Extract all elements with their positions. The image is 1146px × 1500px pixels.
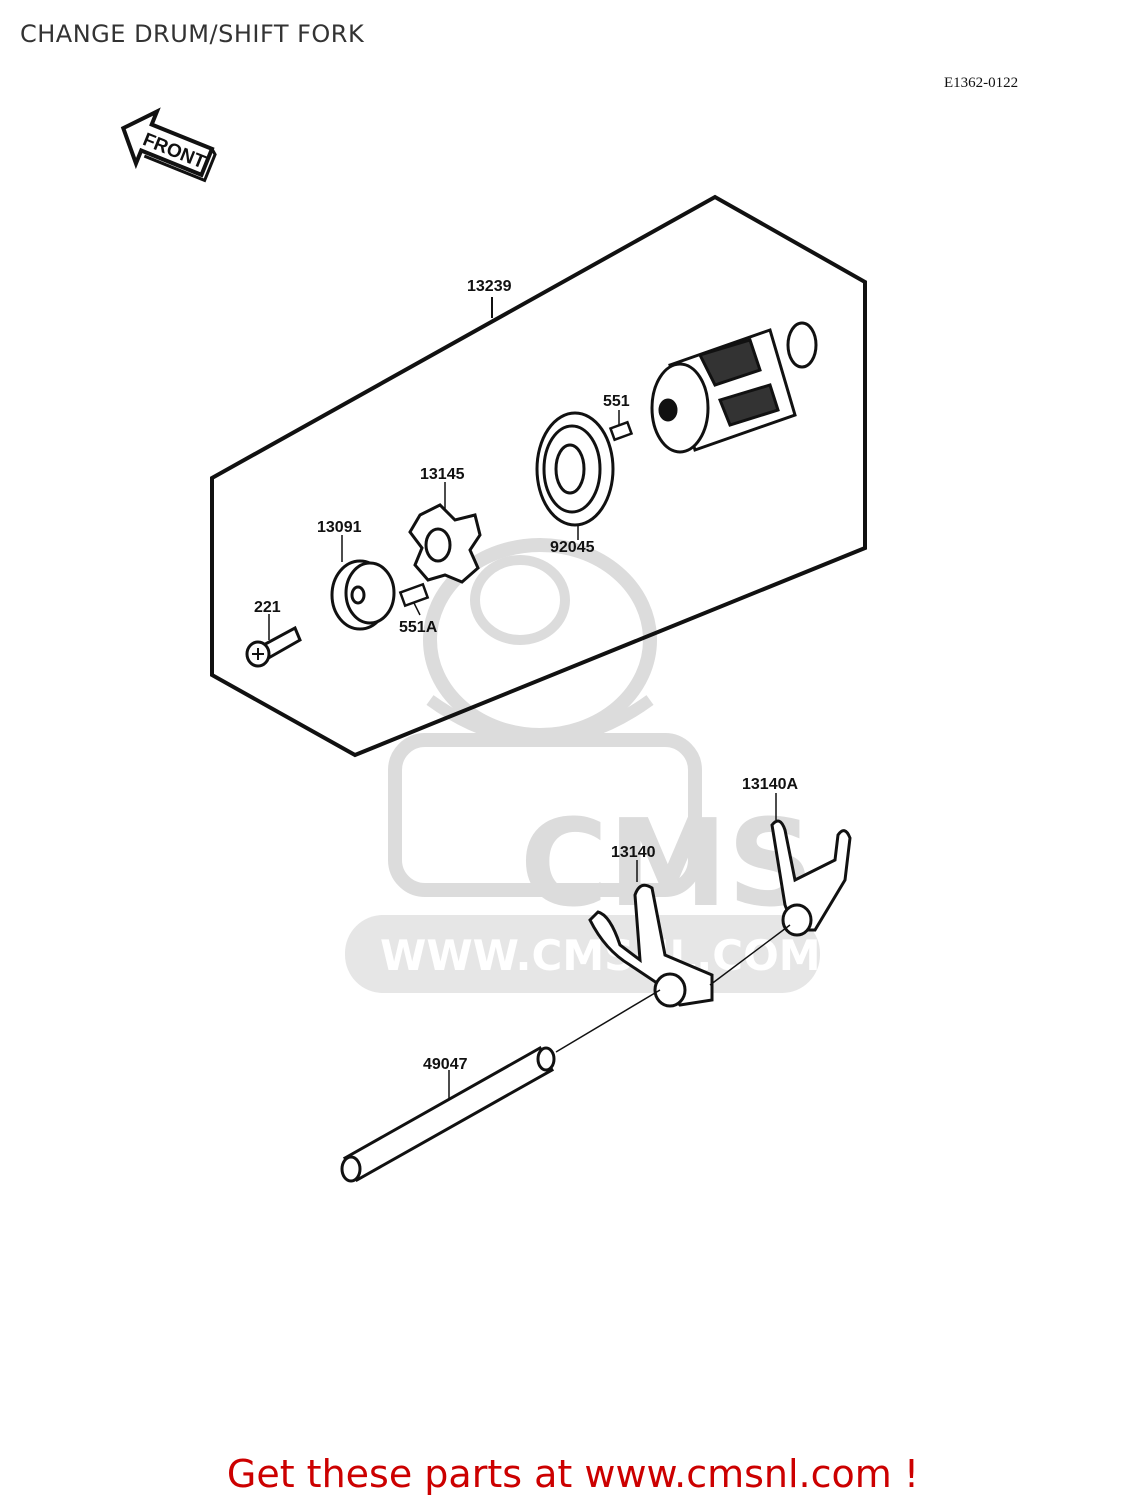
- front-arrow-icon: FRONT: [120, 107, 217, 183]
- watermark-brand: CMS: [520, 795, 814, 934]
- part-label[interactable]: 13145: [420, 466, 465, 483]
- part-label[interactable]: 551: [603, 393, 630, 410]
- assembly-box: [210, 194, 867, 758]
- get-parts-link[interactable]: Get these parts at www.cmsnl.com !: [226, 1452, 920, 1496]
- shift-fork-13140-icon: [588, 883, 714, 1008]
- part-label[interactable]: 13140A: [742, 776, 798, 793]
- part-label[interactable]: 92045: [550, 539, 595, 556]
- pin-551a-icon: [398, 582, 430, 608]
- watermark: CMS WWW.CMSNL.COM: [345, 538, 821, 993]
- part-label[interactable]: 13239: [467, 278, 512, 295]
- part-label[interactable]: 221: [254, 599, 281, 616]
- pin-551-icon: [608, 420, 634, 442]
- part-label[interactable]: 551A: [399, 619, 438, 636]
- shift-fork-13140a-icon: [770, 819, 852, 937]
- star-plate-icon: [408, 503, 482, 584]
- shaft-icon: [340, 1045, 556, 1183]
- holder-plate-icon: [330, 559, 396, 631]
- part-label[interactable]: 49047: [423, 1056, 468, 1073]
- part-label[interactable]: 13091: [317, 519, 362, 536]
- part-label[interactable]: 13140: [611, 844, 656, 861]
- change-drum-icon: [650, 321, 818, 454]
- screw-icon: [245, 625, 302, 668]
- diagram-code: E1362-0122: [944, 75, 1019, 91]
- leader-lines: [268, 410, 791, 1100]
- page-title: CHANGE DRUM/SHIFT FORK: [20, 20, 365, 48]
- bearing-icon: [535, 411, 615, 527]
